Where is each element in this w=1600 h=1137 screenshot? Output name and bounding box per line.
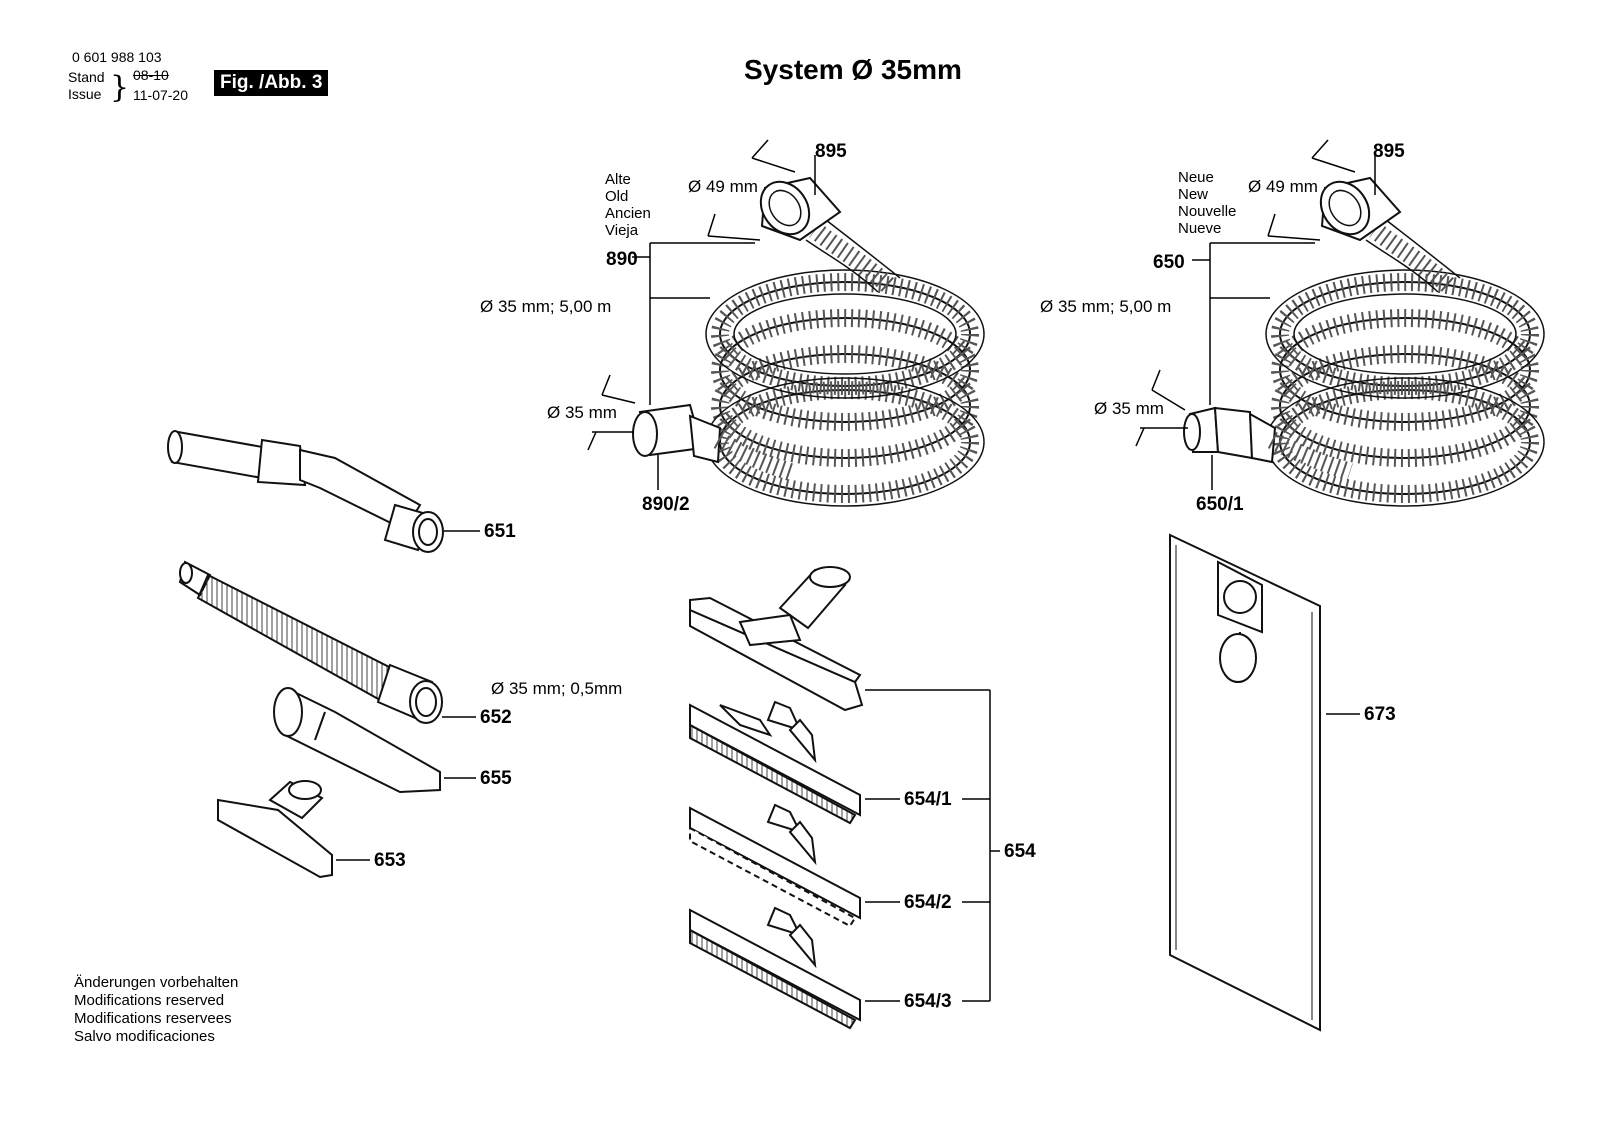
hose-new-end-part: 650/1 [1196, 494, 1244, 515]
hose-old-label-de: Alte [605, 171, 631, 188]
issue-date: 11-07-20 [133, 87, 189, 103]
hose-old-end-part: 890/2 [642, 494, 690, 515]
hose-new-cuff-dia: Ø 49 mm [1248, 177, 1318, 196]
hose-new-label-en: New [1178, 186, 1209, 203]
tube-part: 652 [480, 707, 512, 728]
floor-set-bracket [865, 689, 1000, 1002]
footer-note-es: Salvo modificaciones [74, 1028, 215, 1045]
brush-nozzle-1-drawing [689, 700, 861, 825]
crevice-nozzle-drawing [273, 687, 441, 794]
hose-old-label-es: Vieja [605, 222, 639, 239]
stand-label: Stand [68, 69, 105, 85]
hose-old-spec: Ø 35 mm; 5,00 m [480, 297, 612, 316]
hose-old-dimensions [587, 139, 816, 490]
hose-old-label-fr: Ancien [605, 205, 651, 222]
floor-2-part: 654/2 [904, 892, 952, 913]
tube-spec: Ø 35 mm; 0,5mm [491, 679, 623, 698]
brush-nozzle-3-drawing [689, 906, 861, 1030]
floor-nozzle-drawing [689, 566, 864, 712]
issue-label: Issue [68, 86, 102, 102]
elbow-tube-drawing [167, 430, 444, 553]
rubber-nozzle-2-drawing [689, 803, 861, 928]
small-nozzle-drawing [217, 780, 333, 879]
filter-bag-drawing [1169, 533, 1321, 1032]
header-brace: } [110, 70, 129, 105]
hose-new-label-fr: Nouvelle [1178, 203, 1237, 220]
extension-tube-drawing [178, 560, 443, 724]
hose-new-label-es: Nueve [1178, 220, 1222, 237]
hose-old-drawing [632, 176, 985, 507]
filter-bag-part: 673 [1364, 704, 1396, 725]
hose-new-dimensions [1135, 139, 1376, 490]
hose-old-part: 890 [606, 249, 638, 270]
hose-old-end-dia: Ø 35 mm [547, 403, 617, 422]
footer-note-fr: Modifications reservees [74, 1010, 232, 1027]
hose-new-spec: Ø 35 mm; 5,00 m [1040, 297, 1172, 316]
footer-note-en: Modifications reserved [74, 992, 225, 1009]
figure-label: Fig. /Abb. 3 [214, 70, 329, 96]
elbow-part: 651 [484, 521, 516, 542]
crevice-part: 655 [480, 768, 512, 789]
old-date: 08-10 [133, 67, 169, 83]
page-title: System Ø 35mm [744, 54, 962, 85]
small-nozzle-part: 653 [374, 850, 406, 871]
footer-note-de: Änderungen vorbehalten [74, 974, 239, 991]
hose-old-cuff-part: 895 [815, 141, 847, 162]
hose-old-label-en: Old [605, 188, 629, 205]
hose-new-drawing [1183, 176, 1545, 507]
hose-new-end-dia: Ø 35 mm [1094, 399, 1164, 418]
hose-new-part: 650 [1153, 252, 1185, 273]
floor-set-part: 654 [1004, 841, 1036, 862]
hose-new-cuff-part: 895 [1373, 141, 1405, 162]
floor-1-part: 654/1 [904, 789, 952, 810]
floor-3-part: 654/3 [904, 991, 952, 1012]
hose-old-cuff-dia: Ø 49 mm [688, 177, 758, 196]
part-number: 0 601 988 103 [72, 49, 162, 65]
hose-new-label-de: Neue [1178, 169, 1214, 186]
